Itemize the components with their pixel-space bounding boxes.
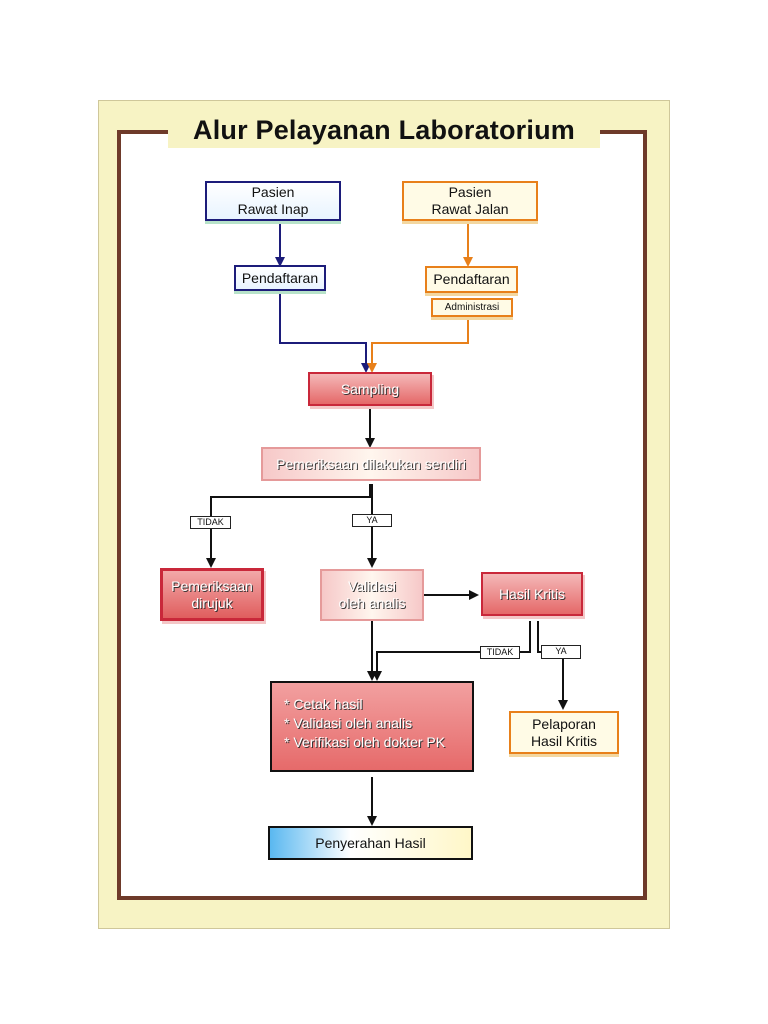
action-item-verifikasi: * Verifikasi oleh dokter PK: [284, 734, 446, 750]
node-pasien-rawat-jalan: Pasien Rawat Jalan: [402, 181, 538, 221]
node-penyerahan-hasil: Penyerahan Hasil: [268, 826, 473, 860]
actions-list-box: * Cetak hasil * Validasi oleh analis * V…: [270, 681, 474, 772]
node-hasil-kritis: Hasil Kritis: [481, 572, 583, 616]
node-sampling-text: Sampling: [340, 380, 400, 397]
edge-label-ya-2: YA: [541, 645, 581, 659]
node-pemeriksaan-dirujuk: Pemeriksaan dirujuk: [160, 568, 264, 621]
node-pemeriksaan-sendiri: Pemeriksaan dilakukan sendiri: [261, 447, 481, 481]
node-administrasi-text: Administrasi: [444, 302, 500, 313]
edge-label-tidak-2: TIDAK: [480, 646, 520, 659]
node-pasien-rawat-jalan-text: Pasien Rawat Jalan: [431, 184, 509, 217]
node-pendaftaran-jalan-text: Pendaftaran: [433, 271, 510, 287]
node-pendaftaran-inap: Pendaftaran: [234, 265, 326, 291]
node-pasien-rawat-inap: Pasien Rawat Inap: [205, 181, 341, 221]
node-pasien-rawat-inap-text: Pasien Rawat Inap: [237, 184, 309, 217]
node-hasil-kritis-text: Hasil Kritis: [498, 585, 566, 602]
edge-pemeriksaan-to-dirujuk: [206, 484, 371, 568]
node-pelaporan-hasil-kritis-text: Pelaporan Hasil Kritis: [530, 715, 598, 749]
edge-hasil-kritis-ya: [537, 621, 568, 710]
node-pemeriksaan-sendiri-text: Pemeriksaan dilakukan sendiri: [276, 455, 466, 472]
node-administrasi: Administrasi: [431, 298, 513, 317]
edge-label-tidak-1: TIDAK: [190, 516, 231, 529]
node-penyerahan-hasil-text: Penyerahan Hasil: [315, 834, 426, 851]
action-item-validasi: * Validasi oleh analis: [284, 715, 413, 731]
node-pemeriksaan-dirujuk-text: Pemeriksaan dirujuk: [171, 577, 253, 611]
page-title: Alur Pelayanan Laboratorium: [168, 112, 600, 148]
action-item-cetak-hasil: * Cetak hasil: [284, 696, 363, 712]
node-pendaftaran-jalan: Pendaftaran: [425, 266, 518, 293]
node-pendaftaran-inap-text: Pendaftaran: [241, 269, 319, 286]
edge-label-ya-1: YA: [352, 514, 392, 527]
edge-administrasi-to-sampling: [367, 317, 469, 373]
edge-pendaftaran-inap-to-sampling: [279, 291, 371, 373]
node-validasi-analis-text: Validasi oleh analis: [338, 578, 406, 611]
node-validasi-analis: Validasi oleh analis: [320, 569, 424, 621]
node-sampling: Sampling: [308, 372, 432, 406]
edge-hasil-kritis-tidak: [372, 621, 531, 681]
node-pelaporan-hasil-kritis: Pelaporan Hasil Kritis: [509, 711, 619, 754]
